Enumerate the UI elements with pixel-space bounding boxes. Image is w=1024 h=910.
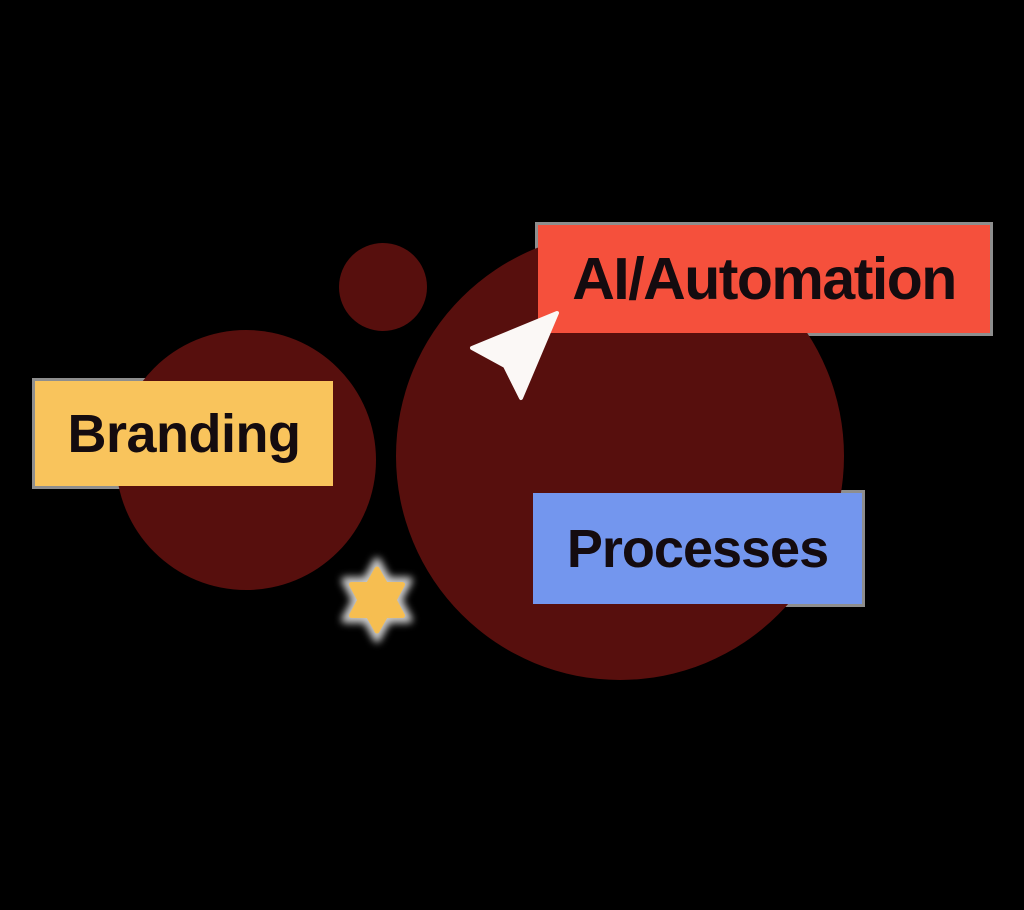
cursor-arrow-shape	[470, 311, 559, 400]
processes-text: Processes	[566, 518, 829, 579]
star-body	[349, 566, 405, 634]
processes-label: Processes	[533, 493, 862, 604]
small-top-circle	[339, 243, 427, 331]
ai-automation-text: AI/Automation	[572, 246, 957, 312]
cursor-icon	[470, 311, 559, 400]
branding-label: Branding	[35, 381, 333, 486]
branding-text: Branding	[67, 403, 302, 464]
ai-automation-label: AI/Automation	[538, 225, 990, 333]
star-icon	[341, 557, 413, 643]
